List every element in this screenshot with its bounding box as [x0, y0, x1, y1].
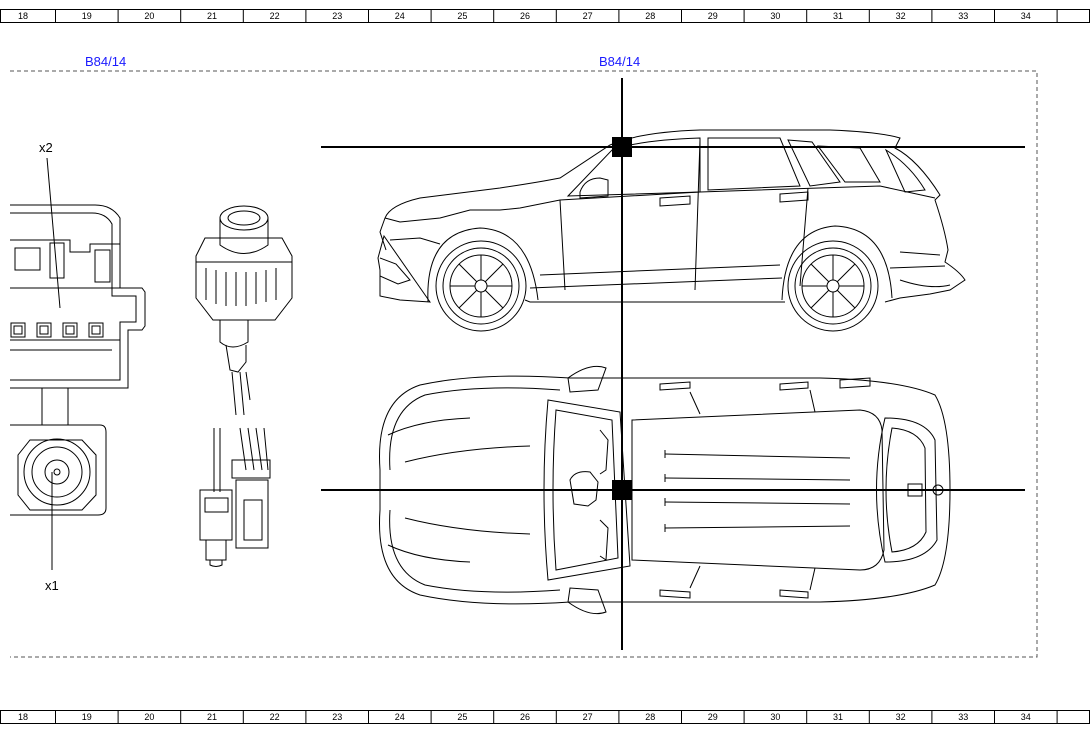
ruler-tick-label: 21 — [207, 712, 217, 722]
component-label-left[interactable]: B84/14 — [85, 54, 127, 69]
ruler-tick-label: 28 — [645, 712, 655, 722]
ruler-tick-label: 25 — [457, 11, 467, 21]
ruler-tick-label: 24 — [395, 712, 405, 722]
ruler-tick-label: 32 — [896, 11, 906, 21]
ruler-tick-label: 30 — [770, 11, 780, 21]
connector-label-x2: x2 — [39, 140, 53, 155]
ruler-tick-label: 31 — [833, 11, 843, 21]
camera-sensor-drawing — [195, 205, 293, 567]
ruler-tick-label: 32 — [896, 712, 906, 722]
sensor-position-crosshair — [321, 78, 1025, 650]
ruler-tick-label: 34 — [1021, 712, 1031, 722]
vehicle-side-view — [377, 129, 966, 332]
ruler-tick-label: 29 — [708, 11, 718, 21]
ruler-tick-label: 18 — [18, 11, 28, 21]
position-marker-top — [612, 480, 632, 500]
ruler-tick-label: 26 — [520, 712, 530, 722]
ruler-tick-label: 23 — [332, 712, 342, 722]
connector-housing-drawing — [10, 157, 146, 570]
connector-label-x1: x1 — [45, 578, 59, 593]
ruler-tick-label: 21 — [207, 11, 217, 21]
ruler-tick-label: 22 — [270, 11, 280, 21]
dashed-frame — [10, 70, 1038, 658]
ruler-tick-label: 29 — [708, 712, 718, 722]
grid-ruler-top: 18 19 20 21 22 23 24 25 26 27 28 29 30 31 32 33 34 — [0, 9, 1090, 23]
vehicle-top-view — [379, 365, 951, 615]
ruler-tick-label: 27 — [583, 712, 593, 722]
ruler-tick-label: 28 — [645, 11, 655, 21]
ruler-tick-label: 31 — [833, 712, 843, 722]
position-marker-side — [612, 137, 632, 157]
ruler-bottom-svg: 18 19 20 21 22 23 24 25 26 27 28 29 30 31 32 33 34 — [0, 710, 1090, 724]
ruler-tick-label: 23 — [332, 11, 342, 21]
ruler-tick-label: 34 — [1021, 11, 1031, 21]
ruler-tick-label: 19 — [82, 11, 92, 21]
ruler-tick-label: 18 — [18, 712, 28, 722]
ruler-tick-label: 30 — [770, 712, 780, 722]
ruler-tick-label: 26 — [520, 11, 530, 21]
ruler-tick-label: 25 — [457, 712, 467, 722]
ruler-top-svg: 18 19 20 21 22 23 24 25 26 27 28 29 30 31 32 33 34 — [0, 9, 1090, 23]
ruler-tick-label: 33 — [958, 11, 968, 21]
ruler-tick-label: 22 — [270, 712, 280, 722]
ruler-tick-label: 20 — [144, 712, 154, 722]
ruler-tick-label: 20 — [144, 11, 154, 21]
ruler-tick-label: 33 — [958, 712, 968, 722]
ruler-tick-label: 27 — [583, 11, 593, 21]
grid-ruler-bottom: 18 19 20 21 22 23 24 25 26 27 28 29 30 31 32 33 34 — [0, 710, 1090, 724]
component-label-right[interactable]: B84/14 — [599, 54, 641, 69]
ruler-tick-label: 19 — [82, 712, 92, 722]
ruler-tick-label: 24 — [395, 11, 405, 21]
